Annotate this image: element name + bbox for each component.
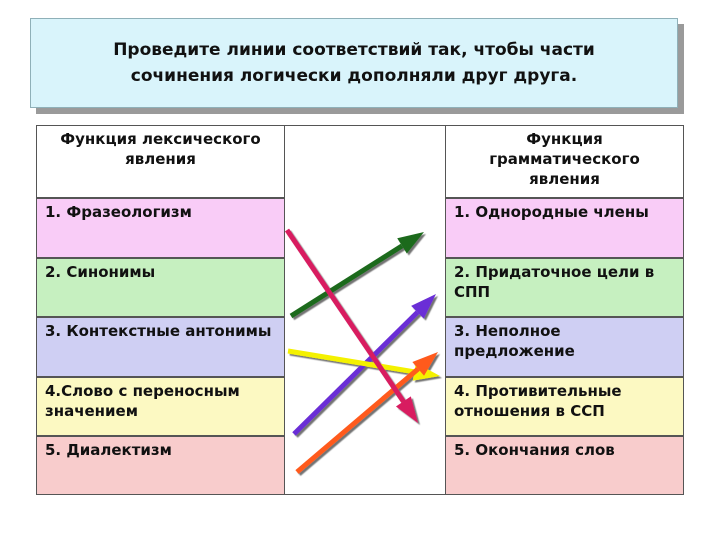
arrow-shaft	[289, 243, 404, 319]
arrow-head	[397, 232, 424, 254]
purple-arrow	[292, 294, 436, 436]
left-header: Функция лексического явления	[36, 125, 285, 198]
right-item-2: 2. Придаточное цели в СПП	[445, 258, 684, 317]
instruction-title: Проведите линии соответствий так, чтобы …	[30, 18, 678, 108]
left-item-5: 5. Диалектизм	[36, 436, 285, 495]
arrow-shaft	[287, 348, 415, 375]
right-item-1: 1. Однородные члены	[445, 198, 684, 258]
right-item-5: 5. Окончания слов	[445, 436, 684, 495]
right-item-4: 4. Противительные отношения в ССП	[445, 377, 684, 436]
arrow-shaft	[292, 310, 420, 436]
left-item-3: 3. Контекстные антонимы	[36, 317, 285, 377]
right-item-3: 3. Неполное предложение	[445, 317, 684, 377]
title-line-1: Проведите линии соответствий так, чтобы …	[113, 40, 595, 60]
left-item-2: 2. Синонимы	[36, 258, 285, 317]
arrow-head	[412, 352, 438, 376]
arrow-head	[411, 294, 436, 319]
left-item-1: 1. Фразеологизм	[36, 198, 285, 258]
arrow-shaft	[284, 228, 406, 403]
green-arrow	[289, 232, 424, 319]
arrow-shaft	[295, 366, 420, 474]
crimson-arrow	[284, 228, 418, 423]
left-item-4: 4.Слово с переносным значением	[36, 377, 285, 436]
orange-arrow	[295, 352, 438, 474]
title-line-2: сочинения логически дополняли друг друга…	[130, 66, 578, 86]
right-header: Функция грамматического явления	[445, 125, 684, 198]
arrow-head	[395, 396, 418, 423]
